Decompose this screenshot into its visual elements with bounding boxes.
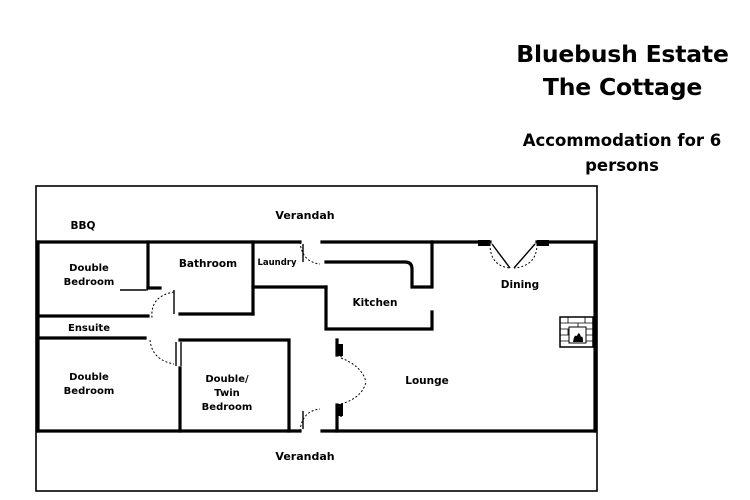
bath-door-icon xyxy=(151,291,175,319)
double-bedroom-1-label-line2: Bedroom xyxy=(64,277,115,288)
lounge-door-top-icon xyxy=(340,357,367,383)
door-leaves xyxy=(120,243,536,429)
lounge-door-jamb-top xyxy=(338,344,343,356)
verandah-outline xyxy=(35,185,598,492)
kitchen-label: Kitchen xyxy=(352,297,397,309)
laundry-label: Laundry xyxy=(257,258,297,268)
kitchen-walls xyxy=(324,285,434,331)
twin-bedroom-label-line1: Double/ xyxy=(205,374,249,385)
dining-label: Dining xyxy=(501,279,539,291)
double-bedroom-2-label-line2: Bedroom xyxy=(64,386,115,397)
cottage-title: The Cottage xyxy=(542,73,703,101)
verandah-top-label: Verandah xyxy=(275,209,334,222)
lounge-door-jamb-bottom xyxy=(338,404,343,416)
lounge-door-bottom-icon xyxy=(340,381,367,405)
twin-bedroom-label-line3: Bedroom xyxy=(202,402,253,413)
accommodation-subtitle: Accommodation for 6 persons xyxy=(522,131,722,175)
bathroom-label: Bathroom xyxy=(179,258,237,270)
fireplace-icon xyxy=(559,316,594,348)
kitchen-bench xyxy=(324,240,434,289)
dining-door-jamb-right xyxy=(537,240,549,246)
bed2-door-icon xyxy=(149,339,175,365)
twin-bedroom-label-line2: Twin xyxy=(214,388,240,399)
title-block: Bluebush Estate The Cottage Accommodatio… xyxy=(490,38,750,178)
door-swings xyxy=(120,241,538,432)
bbq-label: BBQ xyxy=(71,220,96,232)
front-door-icon xyxy=(299,408,321,432)
dining-door-right-icon xyxy=(513,243,538,269)
walls xyxy=(36,240,597,433)
verandah-bottom-label: Verandah xyxy=(275,450,334,463)
estate-title: Bluebush Estate xyxy=(516,40,729,68)
ensuite-label: Ensuite xyxy=(68,323,110,334)
double-bedroom-2-label-line1: Double xyxy=(69,372,109,383)
twin-bedroom-walls xyxy=(178,338,291,433)
laundry-door-icon xyxy=(299,241,321,265)
dining-door-left-icon xyxy=(489,243,511,269)
lounge-label: Lounge xyxy=(405,375,449,387)
dining-door-jamb-left xyxy=(478,240,490,246)
double-bedroom-1-label-line1: Double xyxy=(69,263,109,274)
